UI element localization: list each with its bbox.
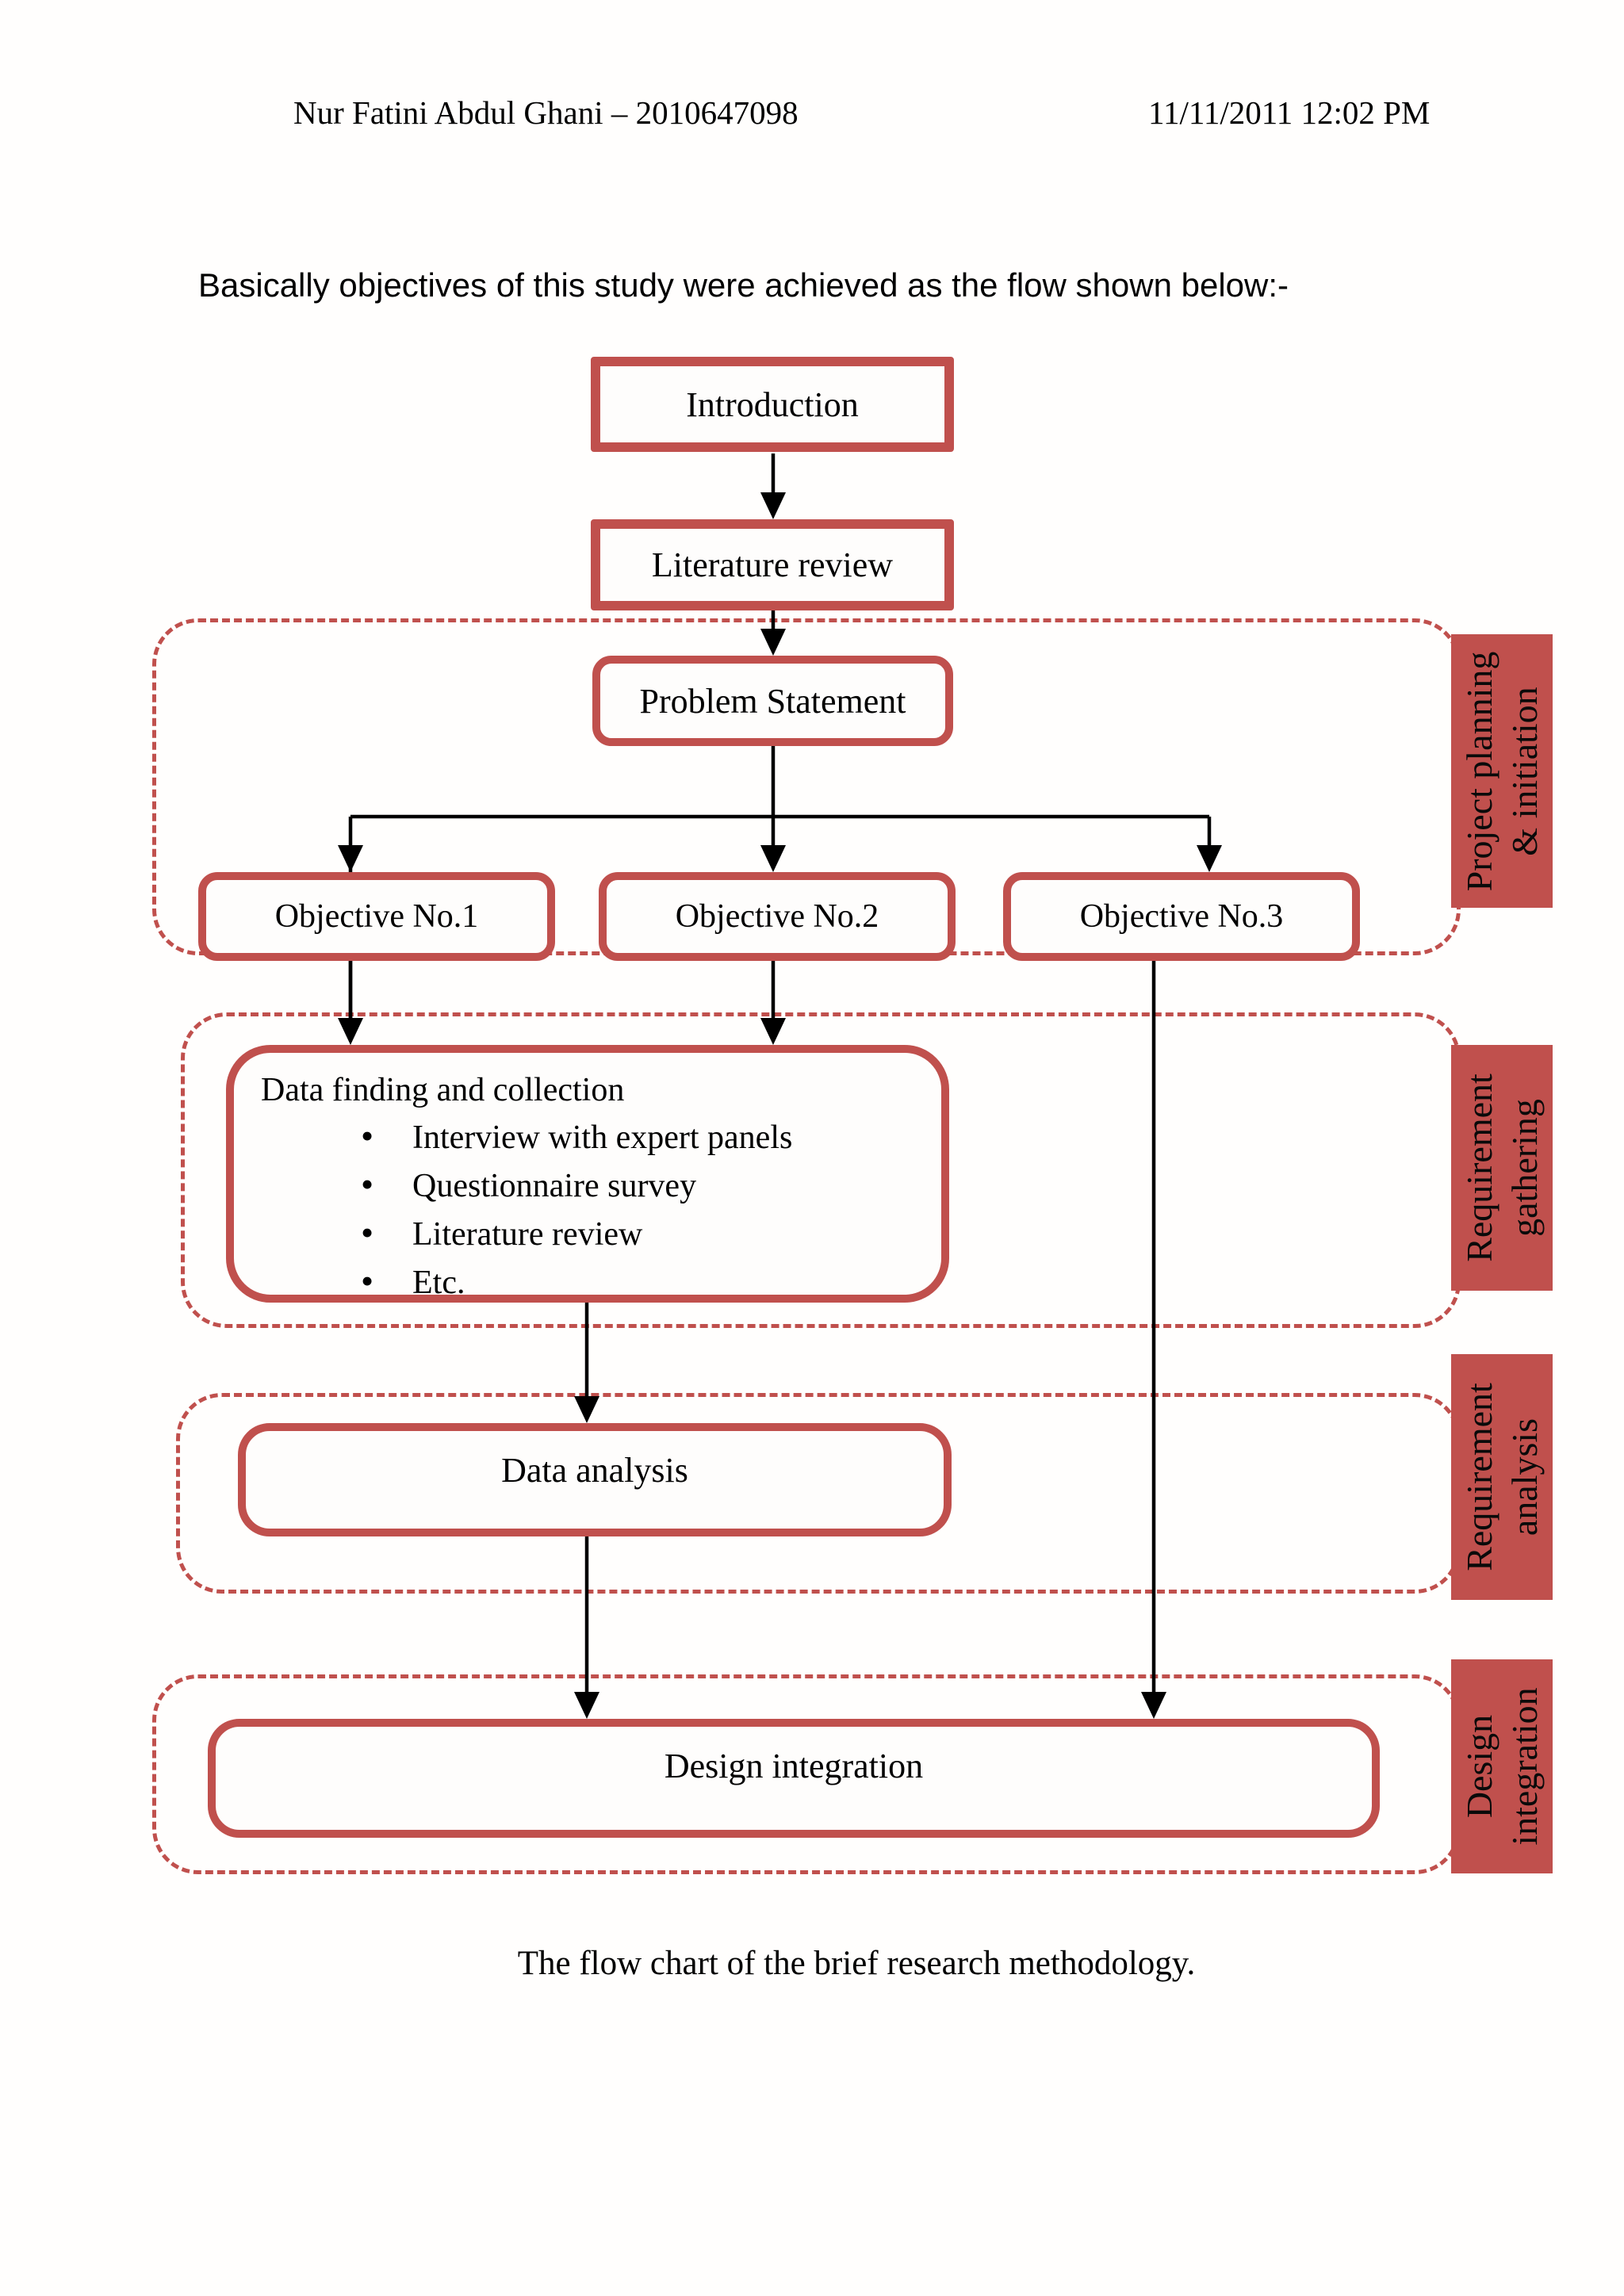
header-datetime: 11/11/2011 12:02 PM bbox=[1148, 94, 1431, 131]
node-data-finding: Data finding and collection • Interview w… bbox=[226, 1045, 949, 1303]
arrowhead-icon bbox=[760, 629, 786, 656]
arrowhead-icon bbox=[760, 1018, 786, 1045]
phase-label-project-planning: Project planning & initiation bbox=[1451, 634, 1553, 908]
node-label: Objective No.3 bbox=[1079, 898, 1284, 935]
node-problem-statement: Problem Statement bbox=[592, 656, 953, 746]
phase-label-text: Requirement gathering bbox=[1458, 1073, 1545, 1262]
bullet-item: • Literature review bbox=[361, 1209, 642, 1257]
node-label: Objective No.1 bbox=[274, 898, 479, 935]
bullet-text: Interview with expert panels bbox=[412, 1119, 793, 1157]
bullet-text: Literature review bbox=[412, 1215, 643, 1253]
node-data-analysis: Data analysis bbox=[238, 1423, 952, 1536]
data-finding-title: Data finding and collection bbox=[261, 1072, 625, 1108]
node-introduction: Introduction bbox=[591, 357, 954, 452]
node-label: Introduction bbox=[686, 385, 859, 424]
node-objective-1: Objective No.1 bbox=[198, 872, 555, 961]
arrowhead-icon bbox=[760, 492, 786, 519]
bullet-icon: • bbox=[361, 1260, 374, 1301]
phase-label-text: Design integration bbox=[1458, 1687, 1545, 1846]
arrowhead-icon bbox=[574, 1396, 599, 1423]
node-label: Data analysis bbox=[501, 1451, 688, 1490]
arrowhead-icon bbox=[760, 845, 786, 872]
node-design-integration: Design integration bbox=[208, 1719, 1380, 1838]
node-label: Objective No.2 bbox=[675, 898, 879, 935]
bullet-icon: • bbox=[361, 1164, 374, 1205]
arrowhead-icon bbox=[1197, 845, 1222, 872]
phase-label-text: Requirement analysis bbox=[1458, 1383, 1545, 1571]
bullet-item: • Etc. bbox=[361, 1257, 465, 1306]
node-label: Design integration bbox=[664, 1747, 924, 1785]
bullet-item: • Questionnaire survey bbox=[361, 1161, 696, 1209]
phase-label-requirement-analysis: Requirement analysis bbox=[1451, 1354, 1553, 1600]
bullet-item: • Interview with expert panels bbox=[361, 1112, 792, 1161]
intro-text: Basically objectives of this study were … bbox=[198, 266, 1289, 304]
node-label: Literature review bbox=[651, 545, 894, 584]
bullet-icon: • bbox=[361, 1115, 374, 1157]
arrowhead-icon bbox=[338, 845, 363, 872]
phase-label-design-integration: Design integration bbox=[1451, 1659, 1553, 1873]
arrowhead-icon bbox=[338, 1018, 363, 1045]
node-objective-2: Objective No.2 bbox=[599, 872, 956, 961]
node-objective-3: Objective No.3 bbox=[1003, 872, 1360, 961]
figure-caption: The flow chart of the brief research met… bbox=[517, 1945, 1196, 1982]
bullet-text: Questionnaire survey bbox=[412, 1168, 697, 1205]
node-label: Problem Statement bbox=[639, 681, 906, 721]
phase-label-text: Project planning & initiation bbox=[1458, 651, 1545, 891]
phase-label-requirement-gathering: Requirement gathering bbox=[1451, 1045, 1553, 1291]
header-author: Nur Fatini Abdul Ghani – 2010647098 bbox=[293, 94, 799, 131]
arrowhead-icon bbox=[1141, 1692, 1166, 1719]
bullet-text: Etc. bbox=[412, 1264, 465, 1301]
arrowhead-icon bbox=[574, 1692, 599, 1719]
bullet-icon: • bbox=[361, 1211, 374, 1253]
node-literature-review: Literature review bbox=[591, 519, 954, 610]
